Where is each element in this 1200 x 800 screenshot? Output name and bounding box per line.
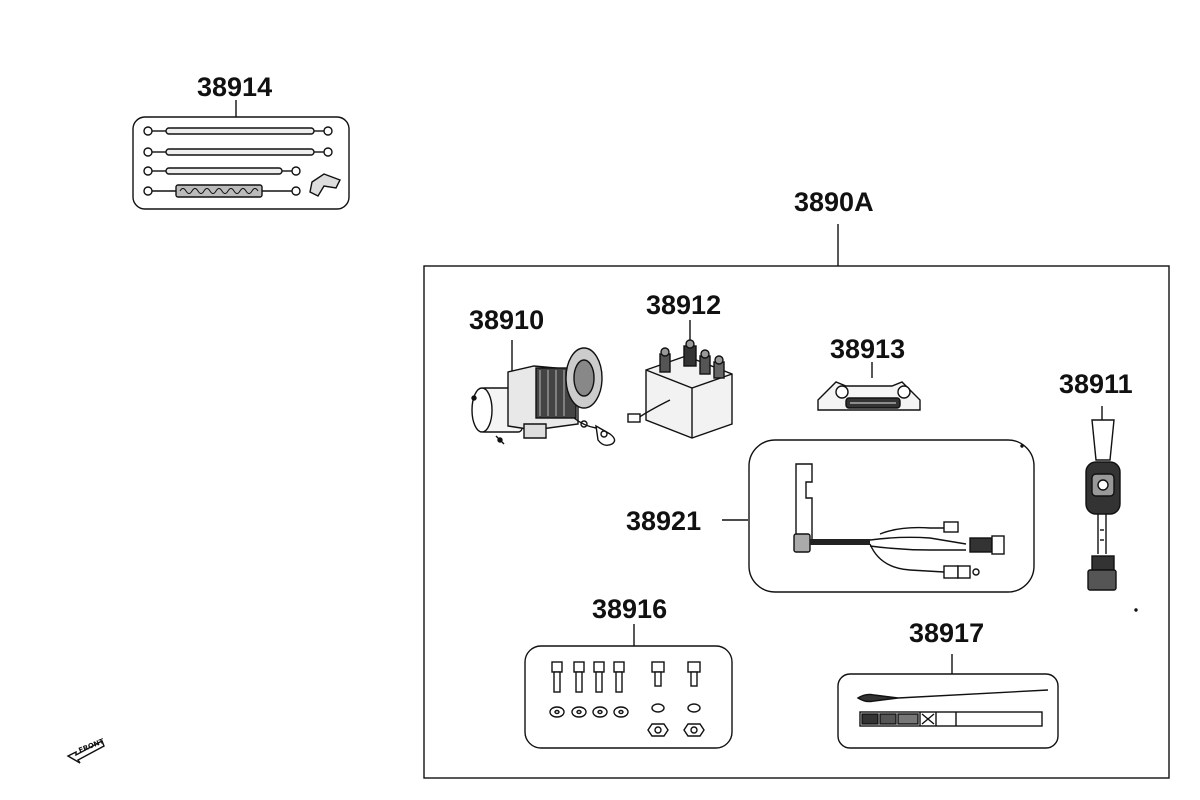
label-38913: 38913 bbox=[830, 334, 906, 364]
part-38917-tool-and-label-kit bbox=[837, 654, 1059, 749]
label-38921: 38921 bbox=[626, 506, 702, 536]
part-38916-hardware-kit bbox=[524, 624, 733, 749]
part-38912-solenoid bbox=[627, 320, 733, 439]
part-38911-remote-control bbox=[1085, 406, 1138, 612]
label-38911: 38911 bbox=[1059, 369, 1133, 399]
part-38914-cable-kit bbox=[132, 100, 350, 210]
label-38910: 38910 bbox=[469, 305, 545, 335]
label-38914: 38914 bbox=[197, 72, 273, 102]
label-38912: 38912 bbox=[646, 290, 722, 320]
assembly-3890A-frame bbox=[423, 224, 1170, 779]
label-3890A: 3890A bbox=[794, 187, 874, 217]
label-38917: 38917 bbox=[909, 618, 985, 648]
part-38921-wiring-harness bbox=[722, 439, 1035, 593]
part-38910-winch bbox=[471, 340, 616, 447]
front-direction-arrow-icon bbox=[66, 740, 105, 764]
part-38913-fairlead bbox=[817, 362, 921, 411]
label-38916: 38916 bbox=[592, 594, 668, 624]
